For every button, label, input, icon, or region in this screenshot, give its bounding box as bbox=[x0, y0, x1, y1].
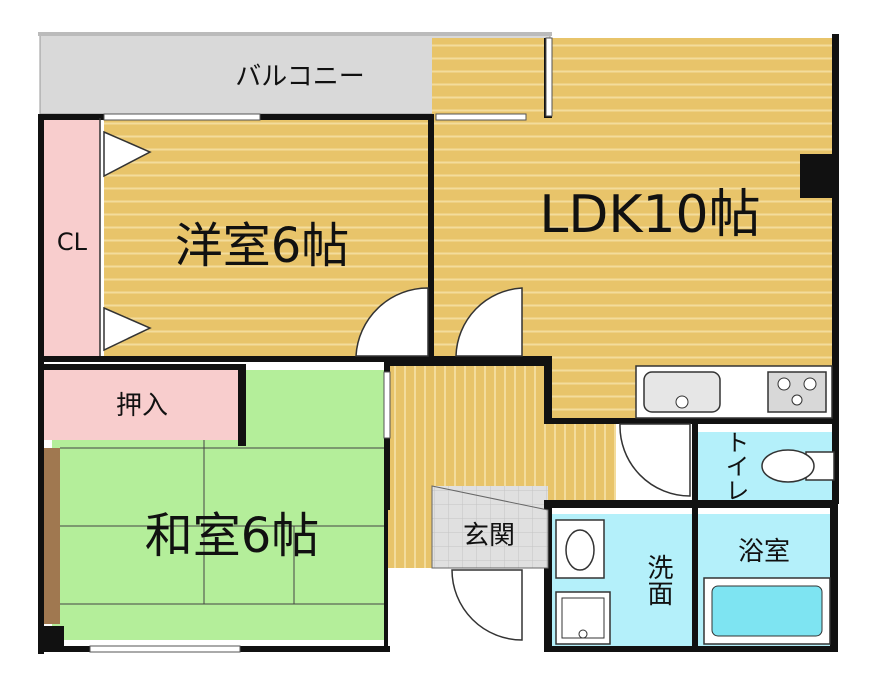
washitsu-label: 和室6帖 bbox=[145, 508, 320, 564]
tokonoma-strip bbox=[44, 448, 60, 624]
closet-doors bbox=[99, 118, 152, 356]
balcony-label: バルコニー bbox=[235, 62, 364, 92]
washbasin-icon bbox=[555, 519, 605, 579]
sink-icon bbox=[643, 371, 721, 413]
toilet-label: トイレ bbox=[721, 430, 749, 502]
bathtub-icon bbox=[703, 577, 831, 645]
hallway-floor bbox=[388, 366, 548, 422]
genkan-label: 玄関 bbox=[463, 521, 515, 551]
hallway-floor-left bbox=[388, 502, 432, 568]
toilet-icon bbox=[761, 449, 835, 483]
windows bbox=[89, 37, 553, 653]
western-room-label: 洋室6帖 bbox=[175, 218, 350, 274]
ldk-label: LDK10帖 bbox=[539, 185, 760, 245]
closet-floor bbox=[44, 118, 100, 356]
oshiire-label: 押入 bbox=[116, 391, 168, 421]
genkan-step bbox=[431, 485, 549, 569]
closet-label: CL bbox=[57, 228, 88, 256]
door-swings bbox=[355, 287, 691, 641]
senmen-label: 洗面 bbox=[643, 554, 673, 606]
bath-label: 浴室 bbox=[738, 537, 790, 567]
washing-machine-icon bbox=[555, 591, 611, 645]
tatami-lines bbox=[60, 440, 384, 605]
stove-icon bbox=[767, 371, 827, 413]
balcony-rail bbox=[38, 32, 552, 36]
kitchen-counter bbox=[635, 365, 833, 419]
oshiire-overlay bbox=[44, 370, 240, 440]
